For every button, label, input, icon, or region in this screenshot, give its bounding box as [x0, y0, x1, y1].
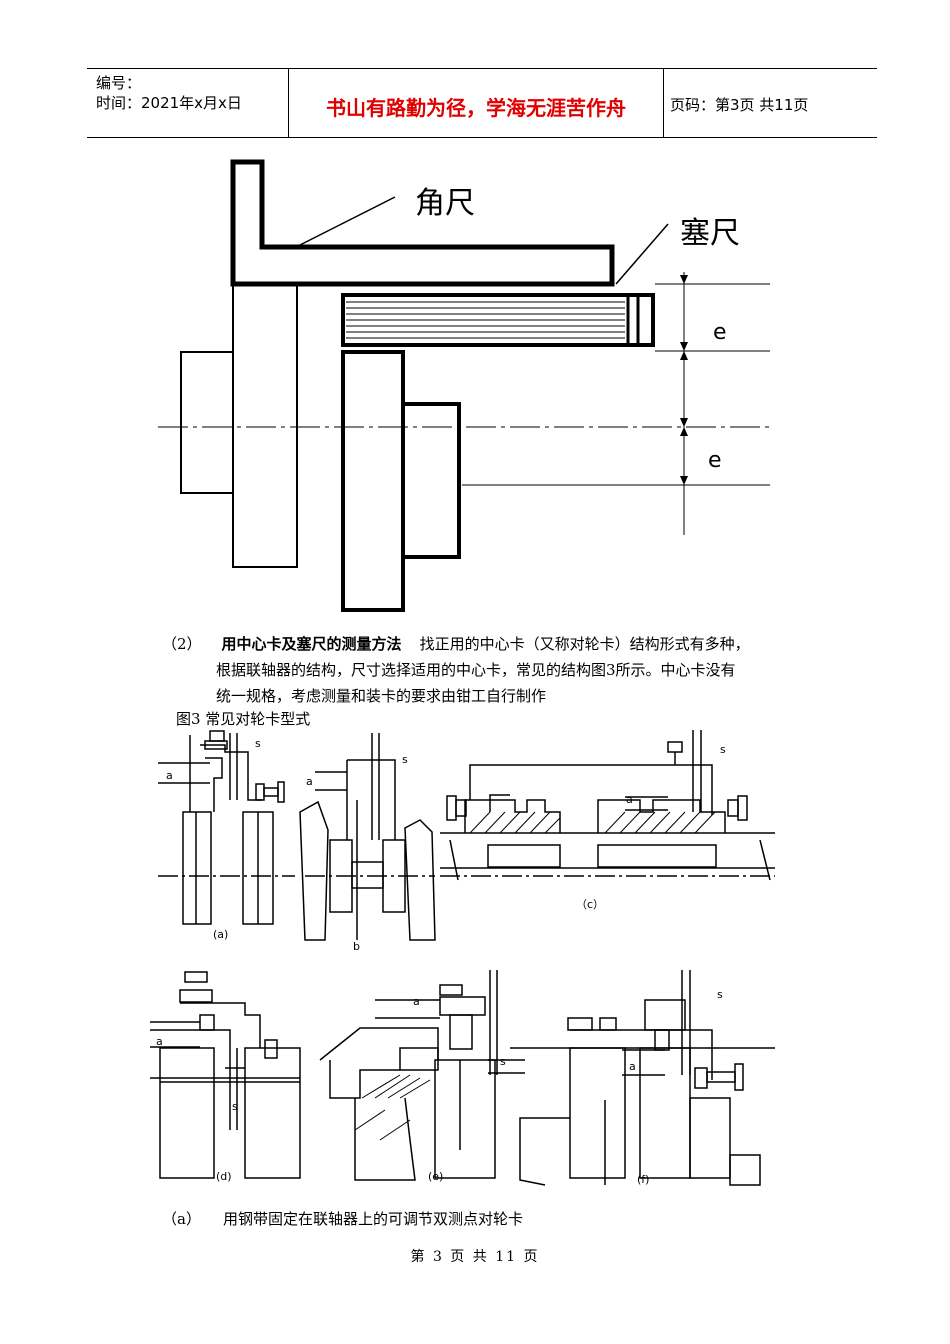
fig-e-s-label: s	[500, 1055, 506, 1068]
fig-c-s-label: s	[720, 743, 726, 756]
fig-b-caption: b	[353, 940, 360, 953]
fig-d-s-label: s	[232, 1100, 238, 1113]
paragraph-line-1: （2） 用中心卡及塞尺的测量方法找正用的中心卡（又称对轮卡）结构形式有多种，	[162, 631, 750, 657]
item-text-1: 找正用的中心卡（又称对轮卡）结构形式有多种，	[419, 635, 750, 653]
gap-e-upper-label: e	[713, 320, 727, 345]
paragraph-line-3: 统一规格，考虑测量和装卡的要求由钳工自行制作	[216, 687, 547, 705]
header-right-cell: 页码：第3页 共11页	[663, 69, 877, 137]
header-left-cell: 编号： 时间：2021年x月x日	[87, 69, 288, 137]
square-label: 角尺	[415, 186, 475, 221]
fig-c-alpha-label: a	[626, 793, 633, 806]
centering-clamp-figures-top: s a (a) s a b s a （c）	[158, 730, 775, 953]
figure-caption: 图3 常见对轮卡型式	[176, 710, 311, 728]
sub-item-a: （a） 用钢带固定在联轴器上的可调节双测点对轮卡	[162, 1206, 523, 1232]
fig-f-s-label: s	[717, 988, 723, 1001]
centering-clamp-figures-bottom: a s (d) a s (e) s a (f)	[150, 970, 775, 1186]
square-feeler-diagram: 角尺 塞尺 e e	[158, 159, 770, 612]
page-header: 编号： 时间：2021年x月x日 书山有路勤为径，学海无涯苦作舟 页码：第3页 …	[87, 68, 877, 138]
feeler-gauge-label: 塞尺	[680, 216, 740, 251]
fig-a-alpha-label: a	[166, 769, 173, 782]
motto: 书山有路勤为径，学海无涯苦作舟	[326, 96, 626, 120]
fig-e-caption: (e)	[428, 1170, 443, 1183]
gap-e-lower-label: e	[708, 448, 722, 473]
fig-c-caption: （c）	[576, 898, 604, 911]
fig-a-s-label: s	[255, 737, 261, 750]
serial-label: 编号：	[96, 74, 142, 92]
page-footer: 第 3 页 共 11 页	[410, 1249, 540, 1265]
fig-a-caption: (a)	[213, 928, 228, 941]
sub-item-a-number: （a）	[162, 1210, 201, 1228]
header-center-cell: 书山有路勤为径，学海无涯苦作舟	[288, 69, 664, 137]
fig-f-caption: (f)	[637, 1173, 649, 1186]
page-number-label: 页码：第3页 共11页	[670, 96, 809, 114]
sub-item-a-text: 用钢带固定在联轴器上的可调节双测点对轮卡	[222, 1210, 523, 1228]
fig-e-alpha-label: a	[413, 995, 420, 1008]
item-number: （2）	[162, 635, 202, 653]
fig-b-s-label: s	[402, 753, 408, 766]
paragraph-line-2: 根据联轴器的结构，尺寸选择适用的中心卡，常见的结构图3所示。中心卡没有	[216, 661, 736, 679]
time-label: 时间：2021年x月x日	[96, 94, 242, 112]
fig-f-alpha-label: a	[629, 1060, 636, 1073]
fig-d-caption: (d)	[216, 1170, 232, 1183]
fig-d-alpha-label: a	[156, 1035, 163, 1048]
item-title: 用中心卡及塞尺的测量方法	[221, 635, 402, 653]
fig-b-alpha-label: a	[306, 775, 313, 788]
